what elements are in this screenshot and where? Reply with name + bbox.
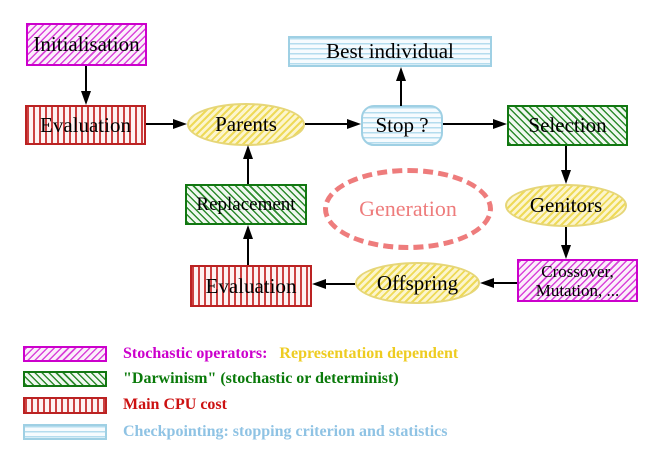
node-offspring-label: Offspring	[376, 270, 459, 295]
node-evaluation-bottom-label: Evaluation	[205, 273, 297, 298]
arrow-genitors-to-crossover-head	[561, 245, 571, 259]
node-parents: Parents	[187, 103, 305, 146]
arrow-crossover-to-offspring-line	[494, 282, 517, 284]
node-best-individual-label: Best individual	[326, 39, 454, 63]
legend-label-checkpointing: Checkpointing: stopping criterion and st…	[123, 423, 448, 440]
arrow-stop-to-best-individual-line	[400, 81, 402, 106]
arrow-crossover-to-offspring-head	[480, 278, 494, 288]
node-offspring: Offspring	[355, 262, 480, 304]
legend-swatch-checkpointing	[23, 424, 107, 440]
arrow-genitors-to-crossover-line	[565, 227, 567, 245]
arrow-parents-to-stop-line	[305, 123, 347, 125]
node-selection-label: Selection	[528, 113, 607, 137]
arrow-evaluation-to-replacement-head	[243, 225, 253, 239]
arrow-evaluation-to-replacement-line	[247, 239, 249, 265]
legend-swatch-darwinism	[23, 371, 107, 387]
arrow-offspring-to-evaluation-line	[326, 283, 355, 285]
node-replacement-label: Replacement	[196, 193, 296, 215]
arrow-offspring-to-evaluation-head	[312, 279, 326, 289]
arrow-replacement-to-parents-head	[243, 145, 253, 159]
node-initialisation: Initialisation	[26, 23, 147, 66]
node-evaluation-bottom: Evaluation	[190, 265, 312, 307]
node-stop-label: Stop ?	[375, 113, 429, 137]
node-evaluation-top: Evaluation	[25, 105, 146, 145]
node-initialisation-label: Initialisation	[33, 32, 140, 56]
legend-swatch-stochastic-operators	[23, 346, 107, 362]
node-crossover-label-line1: Crossover,	[541, 261, 614, 281]
arrow-stop-to-selection-line	[443, 123, 493, 125]
arrow-evaluation-to-parents-head	[173, 119, 187, 129]
node-replacement: Replacement	[185, 184, 307, 225]
arrow-initialisation-to-evaluation-head	[81, 91, 91, 105]
node-selection: Selection	[507, 105, 628, 146]
arrow-stop-to-selection-head	[493, 119, 507, 129]
node-crossover-mutation: Crossover, Mutation, ...	[517, 259, 638, 302]
node-parents-label: Parents	[215, 112, 277, 136]
arrow-selection-to-genitors-head	[561, 170, 571, 184]
arrow-stop-to-best-individual-head	[396, 67, 406, 81]
legend-label-darwinism: "Darwinism" (stochastic or determinist)	[123, 370, 399, 387]
node-generation: Generation	[323, 168, 493, 250]
node-genitors-label: Genitors	[529, 193, 603, 217]
arrow-evaluation-to-parents-line	[146, 123, 173, 125]
legend-label-main-cpu-cost: Main CPU cost	[123, 396, 227, 413]
legend-label-stochastic-operators: Stochastic operators: Representation depe…	[123, 345, 458, 363]
legend-label-stochastic-operators-text: Stochastic operators:	[123, 345, 268, 362]
legend-label-representation-dependent-text: Representation dependent	[279, 345, 459, 362]
node-genitors: Genitors	[505, 184, 627, 227]
node-generation-label: Generation	[359, 196, 457, 221]
node-evaluation-top-label: Evaluation	[40, 112, 131, 137]
arrow-initialisation-to-evaluation-line	[85, 66, 87, 91]
arrow-replacement-to-parents-line	[247, 159, 249, 184]
arrow-parents-to-stop-head	[347, 119, 361, 129]
node-best-individual: Best individual	[288, 36, 492, 67]
node-crossover-label-line2: Mutation, ...	[535, 280, 620, 300]
legend-swatch-main-cpu-cost	[23, 397, 107, 414]
node-stop: Stop ?	[361, 105, 443, 146]
arrow-selection-to-genitors-line	[565, 146, 567, 170]
